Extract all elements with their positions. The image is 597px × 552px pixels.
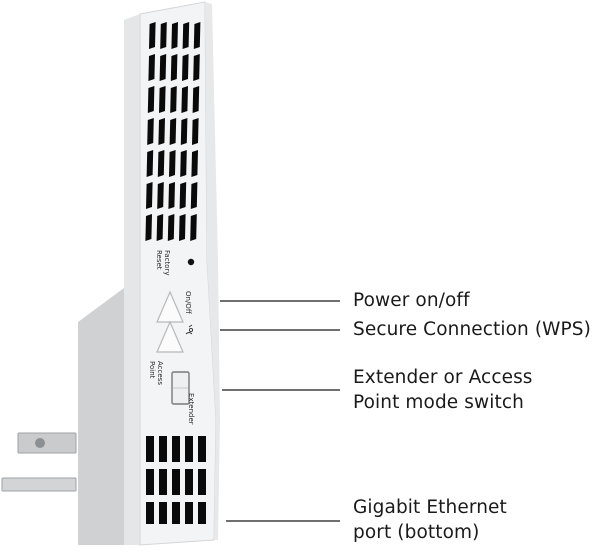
- vent-slot: [159, 469, 167, 495]
- front-housing: [139, 1, 217, 546]
- power-callout-text: Power on/off: [353, 290, 470, 311]
- vent-slot: [182, 22, 190, 49]
- mode-callout: Extender or Access Point mode switch: [353, 365, 533, 415]
- plug-prongs: [1, 432, 77, 492]
- vent-slot: [146, 469, 154, 495]
- vent-slot: [198, 436, 206, 462]
- vent-slot: [180, 118, 188, 145]
- vent-slot: [156, 214, 164, 241]
- vent-slot: [190, 182, 198, 209]
- vent-slot: [146, 182, 153, 209]
- vent-slot: [180, 150, 187, 177]
- vent-slot: [171, 22, 178, 49]
- vent-slot: [170, 54, 178, 81]
- vent-slot: [148, 54, 155, 81]
- vent-slot: [172, 502, 180, 524]
- vent-slot: [198, 469, 206, 495]
- wps-callout-text: Secure Connection (WPS): [353, 319, 591, 340]
- front-housing-edge: [205, 2, 220, 540]
- top-vent-grille: [145, 22, 201, 241]
- vent-slot: [198, 502, 206, 524]
- mode-callout-line-2: Point mode switch: [353, 392, 524, 413]
- vent-slot: [185, 436, 193, 462]
- vent-slot: [185, 469, 193, 495]
- wps-icon: [185, 324, 194, 335]
- vent-slot: [170, 86, 177, 113]
- factory-reset-label: Factory Reset: [155, 250, 171, 278]
- access-point-label: Access Point: [148, 361, 164, 387]
- vent-slot: [169, 150, 176, 177]
- ethernet-callout-line-1: Gigabit Ethernet: [353, 497, 507, 518]
- vent-slot: [182, 54, 189, 81]
- vent-slot: [157, 150, 165, 177]
- mode-callout-line-1: Extender or Access: [353, 367, 533, 388]
- wps-button[interactable]: [156, 320, 184, 353]
- bottom-vent-grille: [146, 436, 206, 524]
- vent-slot: [157, 182, 164, 209]
- vent-slot: [192, 86, 200, 113]
- vent-slot: [160, 22, 167, 49]
- vent-slot: [159, 436, 167, 462]
- vent-slot: [179, 182, 187, 209]
- vent-slot: [168, 182, 175, 209]
- vent-slot: [193, 22, 201, 49]
- power-callout: Power on/off: [353, 288, 470, 313]
- rear-housing: [78, 288, 124, 545]
- vent-slot: [158, 118, 165, 145]
- wps-callout: Secure Connection (WPS): [353, 317, 591, 342]
- vent-slot: [147, 118, 154, 145]
- vent-slot: [159, 86, 166, 113]
- vent-slot: [193, 54, 200, 81]
- front-housing-side: [124, 14, 140, 545]
- vent-slot: [147, 86, 155, 113]
- vent-slot: [159, 54, 167, 81]
- vent-slot: [146, 150, 154, 177]
- vent-slot: [146, 502, 154, 524]
- vent-slot: [145, 214, 152, 241]
- vent-slot: [146, 436, 154, 462]
- vent-slot: [172, 436, 180, 462]
- vent-slot: [181, 86, 188, 113]
- vent-slot: [190, 214, 197, 241]
- vent-slot: [179, 214, 186, 241]
- callout-lines: [220, 300, 340, 522]
- factory-reset-hole[interactable]: [187, 258, 195, 266]
- vent-slot: [185, 502, 193, 524]
- on-off-label: On/Off: [184, 291, 192, 314]
- ethernet-callout-line-2: port (bottom): [353, 522, 480, 543]
- vent-slot: [172, 469, 180, 495]
- vent-slot: [191, 150, 198, 177]
- vent-slot: [192, 118, 199, 145]
- extender-label: Extender: [187, 393, 195, 425]
- vent-slot: [169, 118, 177, 145]
- vent-slot: [167, 214, 175, 241]
- vent-slot: [149, 22, 156, 49]
- ethernet-callout: Gigabit Ethernet port (bottom): [353, 495, 507, 545]
- vent-slot: [159, 502, 167, 524]
